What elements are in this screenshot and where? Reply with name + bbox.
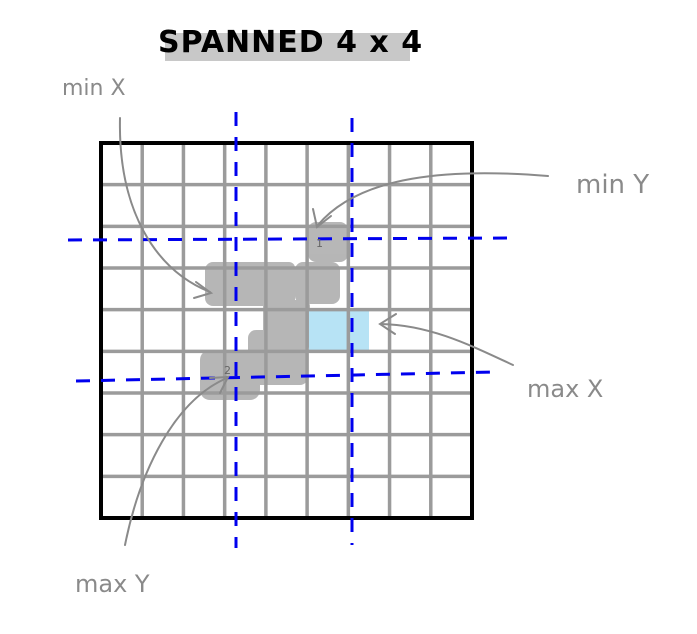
max-y-label: max Y — [75, 570, 150, 598]
target-cell — [309, 310, 369, 352]
min-x-arrowhead — [193, 281, 214, 299]
cell-marker-1: 1 — [316, 237, 323, 250]
min-y-arrowhead — [312, 208, 332, 229]
cell-marker-2: 2 — [224, 364, 231, 377]
min-y-arrow — [317, 172, 549, 226]
title-highlight-bar — [165, 33, 410, 61]
max-y-arrow — [124, 377, 228, 546]
max-x-arrowhead — [378, 313, 397, 335]
min-x-arrow — [118, 117, 211, 293]
max-x-arrow — [380, 323, 514, 366]
min-x-label: min X — [62, 76, 126, 101]
min-y-bound-line — [67, 236, 509, 242]
annotation-arrows — [118, 117, 549, 546]
grid — [101, 143, 472, 518]
max-y-arrowhead — [209, 375, 230, 394]
max-y-bound-line — [75, 370, 495, 383]
max-x-label: max X — [527, 375, 603, 403]
min-y-label: min Y — [576, 170, 649, 200]
occupied-region — [200, 222, 348, 400]
diagram-title: SPANNED 4 x 4 — [158, 25, 423, 60]
grid-border — [99, 141, 474, 520]
bounds-lines — [67, 112, 509, 548]
